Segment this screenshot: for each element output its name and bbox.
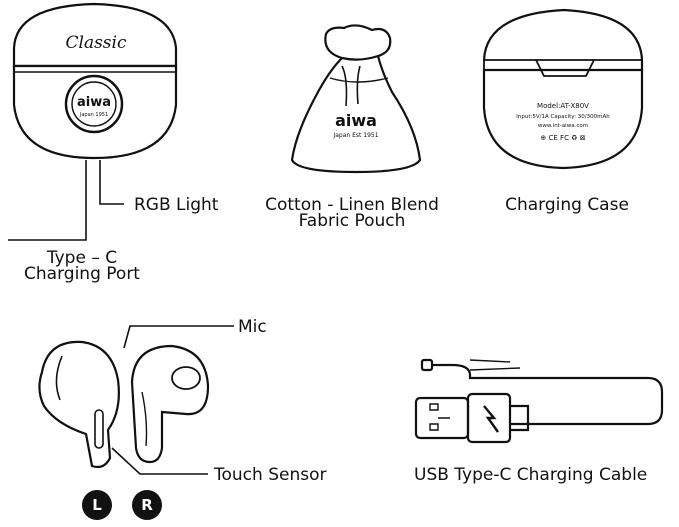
case-brand-script: Classic bbox=[66, 33, 127, 53]
earbud-leader-lines bbox=[111, 325, 234, 475]
case-front-drawing bbox=[12, 2, 178, 160]
charging-case-label: Charging Case bbox=[505, 195, 629, 215]
pouch-label-line2: Fabric Pouch bbox=[298, 211, 406, 231]
type-c-label-line2: Charging Port bbox=[24, 264, 140, 284]
pouch-logo: aiwa bbox=[335, 111, 377, 130]
case-certification-marks: ⊕ CE FC ♻ ⊠ bbox=[540, 134, 585, 142]
case-model-text: Model:AT-X80V bbox=[537, 102, 589, 110]
case-logo: aiwa bbox=[77, 95, 111, 110]
left-earbud-drawing bbox=[38, 340, 120, 469]
right-badge: R bbox=[132, 490, 162, 520]
case-leader-lines bbox=[8, 160, 124, 241]
left-badge: L bbox=[82, 490, 112, 520]
usb-cable-label: USB Type-C Charging Cable bbox=[414, 465, 648, 485]
charging-case-back-drawing bbox=[482, 8, 644, 170]
type-c-label-line1: Type – C bbox=[46, 248, 118, 268]
usb-cable-drawing bbox=[414, 358, 664, 444]
pouch-logo-sub: Japan Est 1951 bbox=[332, 132, 378, 139]
right-earbud-drawing bbox=[130, 344, 210, 464]
mic-label: Mic bbox=[238, 317, 267, 337]
touch-sensor-label: Touch Sensor bbox=[214, 465, 327, 485]
pouch-label-line1: Cotton - Linen Blend bbox=[265, 195, 439, 215]
case-spec-text: Input:5V/1A Capacity: 30/300mAh bbox=[516, 114, 610, 120]
pouch-drawing bbox=[290, 24, 422, 174]
rgb-light-label: RGB Light bbox=[134, 195, 219, 215]
case-logo-sub: Japan 1951 bbox=[79, 112, 108, 118]
case-url-text: www.int-aiwa.com bbox=[538, 123, 588, 129]
